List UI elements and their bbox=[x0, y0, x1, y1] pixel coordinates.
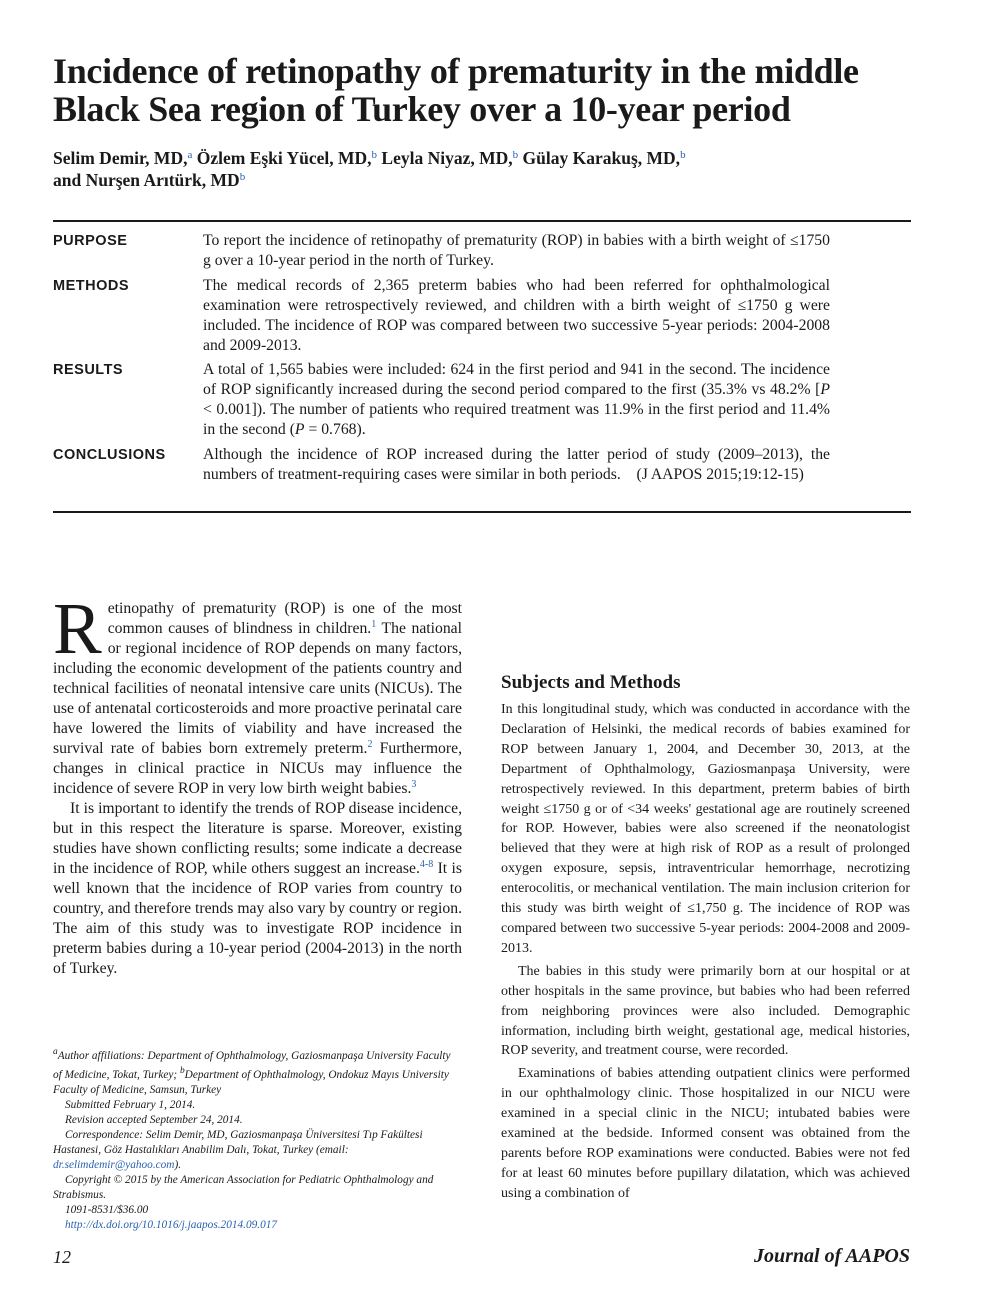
issn: 1091-8531/$36.00 bbox=[65, 1203, 149, 1216]
drop-cap: R bbox=[53, 588, 102, 669]
methods-paragraph-3: Examinations of babies attending outpati… bbox=[501, 1066, 910, 1201]
affiliation-mark[interactable]: b bbox=[680, 149, 686, 161]
abstract-text-methods: The medical records of 2,365 preterm bab… bbox=[203, 277, 830, 354]
reference-link[interactable]: 3 bbox=[411, 779, 417, 790]
revision-date: Revision accepted September 24, 2014. bbox=[65, 1113, 243, 1126]
journal-citation: (J AAPOS 2015;19:12-15) bbox=[636, 466, 804, 483]
abstract-box: PURPOSE To report the incidence of retin… bbox=[53, 220, 911, 513]
author-3: Leyla Niyaz, MD,b bbox=[381, 148, 519, 168]
abstract-text-conclusions: Although the incidence of ROP increased … bbox=[203, 446, 830, 483]
abstract-text-purpose: To report the incidence of retinopathy o… bbox=[203, 232, 830, 269]
affiliation-mark[interactable]: b bbox=[371, 149, 378, 161]
author-4: Gülay Karakuş, MD,b bbox=[522, 148, 686, 168]
author-1: Selim Demir, MD,a bbox=[53, 148, 193, 168]
affiliation-mark[interactable]: b bbox=[239, 171, 246, 183]
author-affiliations: aAuthor affiliations: Department of Opht… bbox=[53, 1047, 451, 1096]
footnotes: aAuthor affiliations: Department of Opht… bbox=[53, 1045, 462, 1233]
abstract-text-results: A total of 1,565 babies were included: 6… bbox=[203, 361, 830, 438]
affiliation-mark[interactable]: b bbox=[512, 149, 519, 161]
methods-paragraph-1: In this longitudinal study, which was co… bbox=[501, 702, 910, 956]
affiliation-mark[interactable]: a bbox=[187, 149, 193, 161]
journal-name: Journal of AAPOS bbox=[754, 1245, 910, 1267]
methods-paragraph-2: The babies in this study were primarily … bbox=[501, 963, 910, 1059]
abstract-label-conclusions: CONCLUSIONS bbox=[53, 447, 166, 463]
reference-link[interactable]: 4-8 bbox=[419, 859, 434, 870]
right-column: Subjects and Methods In this longitudina… bbox=[501, 599, 910, 1204]
email-link[interactable]: dr.selimdemir@yahoo.com bbox=[53, 1158, 175, 1171]
copyright: Copyright © 2015 by the American Associa… bbox=[53, 1173, 434, 1201]
title-line-1: Incidence of retinopathy of prematurity … bbox=[53, 51, 859, 91]
right-column-spacer bbox=[501, 599, 910, 671]
correspondence: Correspondence: Selim Demir, MD, Gaziosm… bbox=[53, 1128, 423, 1171]
reference-link[interactable]: 1 bbox=[371, 619, 377, 630]
doi-link[interactable]: http://dx.doi.org/10.1016/j.jaapos.2014.… bbox=[65, 1218, 278, 1231]
abstract-label-results: RESULTS bbox=[53, 362, 124, 378]
submitted-date: Submitted February 1, 2014. bbox=[65, 1098, 196, 1111]
intro-paragraph-2: It is important to identify the trends o… bbox=[53, 800, 462, 977]
author-5: and Nurşen Arıtürk, MDb bbox=[53, 170, 246, 190]
author-list: Selim Demir, MD,a Özlem Eşki Yücel, MD,b… bbox=[53, 147, 933, 191]
page-number: 12 bbox=[53, 1247, 71, 1267]
section-heading-methods: Subjects and Methods bbox=[501, 672, 681, 693]
abstract-label-methods: METHODS bbox=[53, 278, 129, 294]
article-title: Incidence of retinopathy of prematurity … bbox=[53, 52, 933, 128]
abstract-label-purpose: PURPOSE bbox=[53, 233, 128, 249]
author-2: Özlem Eşki Yücel, MD,b bbox=[196, 148, 378, 168]
title-line-2: Black Sea region of Turkey over a 10-yea… bbox=[53, 89, 791, 129]
reference-link[interactable]: 2 bbox=[367, 739, 373, 750]
